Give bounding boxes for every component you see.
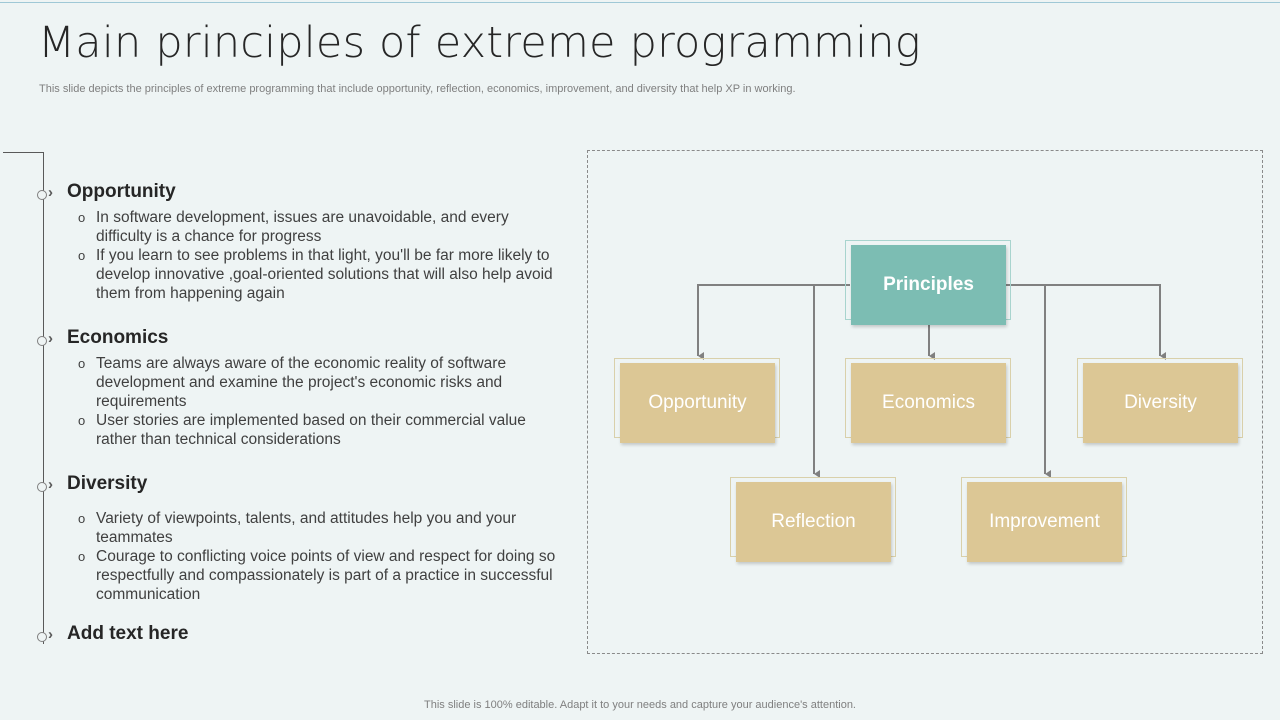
bullet-item: User stories are implemented based on th… xyxy=(77,411,557,449)
bullet-item: Courage to conflicting voice points of v… xyxy=(77,547,557,604)
node-label: Improvement xyxy=(967,482,1122,562)
top-rule xyxy=(0,2,1280,3)
chevron-right-icon: › xyxy=(48,184,53,201)
bullet-item: Variety of viewpoints, talents, and atti… xyxy=(77,509,557,547)
connector-opportunity xyxy=(697,284,850,360)
chevron-right-icon: › xyxy=(48,330,53,347)
bullet-list: Variety of viewpoints, talents, and atti… xyxy=(77,509,557,604)
timeline-marker-icon xyxy=(37,482,47,492)
chevron-right-icon: › xyxy=(48,626,53,643)
bullet-item: Teams are always aware of the economic r… xyxy=(77,354,557,411)
node-label: Reflection xyxy=(736,482,891,562)
node-label: Economics xyxy=(851,363,1006,443)
chevron-right-icon: › xyxy=(48,476,53,493)
timeline-line xyxy=(43,152,44,644)
timeline-marker-icon xyxy=(37,336,47,346)
section-title: Add text here xyxy=(67,623,189,644)
slide-footer: This slide is 100% editable. Adapt it to… xyxy=(424,699,856,711)
section-title: Economics xyxy=(67,327,169,348)
diagram-frame xyxy=(587,150,1263,654)
node-label: Opportunity xyxy=(620,363,775,443)
section-title: Diversity xyxy=(67,473,148,494)
timeline-hook xyxy=(3,152,43,153)
bullet-list: In software development, issues are unav… xyxy=(77,208,557,303)
slide-subtitle: This slide depicts the principles of ext… xyxy=(39,83,796,95)
bullet-item: In software development, issues are unav… xyxy=(77,208,557,246)
node-label: Diversity xyxy=(1083,363,1238,443)
timeline-marker-icon xyxy=(37,632,47,642)
slide-title: Main principles of extreme programming xyxy=(38,18,921,68)
connector-diversity xyxy=(1006,284,1166,360)
bullet-list: Teams are always aware of the economic r… xyxy=(77,354,557,449)
timeline-marker-icon xyxy=(37,190,47,200)
bullet-item: If you learn to see problems in that lig… xyxy=(77,246,557,303)
section-title: Opportunity xyxy=(67,181,176,202)
node-label: Principles xyxy=(851,245,1006,325)
